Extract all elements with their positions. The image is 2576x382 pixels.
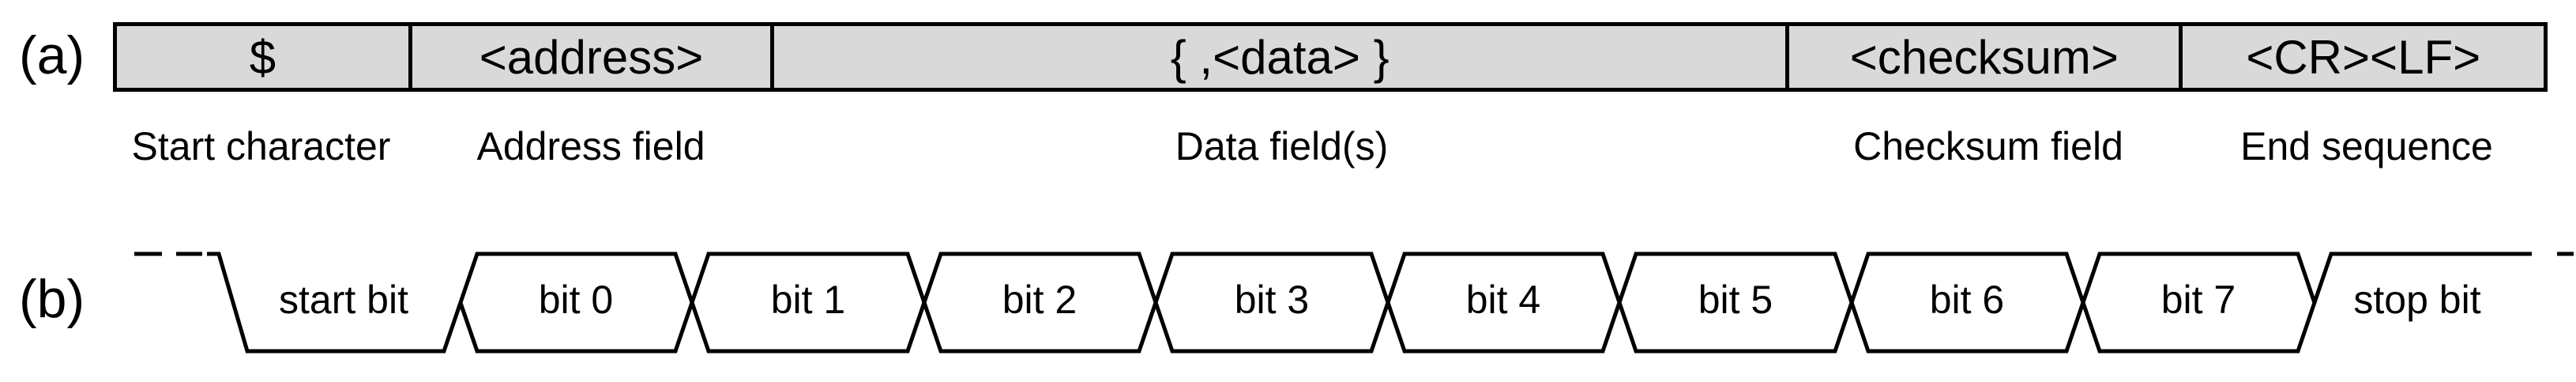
waveform-label-stop-bit: stop bit — [2353, 278, 2480, 322]
frame-cell-checksum: <checksum> — [1789, 26, 2183, 88]
waveform-label-bit-3: bit 3 — [1235, 278, 1310, 322]
waveform-label-bit-1: bit 1 — [771, 278, 846, 322]
waveform-envelope-secondary — [458, 252, 2317, 354]
waveform-label-bit-7: bit 7 — [2161, 278, 2236, 322]
waveform-label-bit-2: bit 2 — [1002, 278, 1077, 322]
waveform-label-bit-6: bit 6 — [1930, 278, 2005, 322]
frame-cell-end-sequence: <CR><LF> — [2183, 26, 2544, 88]
frame-structure-table: $ <address> { ,<data> } <checksum> <CR><… — [113, 22, 2548, 92]
frame-cell-start-character: $ — [117, 26, 412, 88]
waveform-label-start-bit: start bit — [279, 278, 408, 322]
frame-captions: Start character Address field Data field… — [113, 125, 2548, 168]
caption-end-sequence: End sequence — [2240, 124, 2493, 168]
panel-a-label: (a) — [19, 25, 85, 85]
caption-data-fields: Data field(s) — [1175, 124, 1389, 168]
panel-b-label: (b) — [19, 269, 85, 329]
waveform-label-bit-4: bit 4 — [1466, 278, 1541, 322]
waveform-label-bit-0: bit 0 — [539, 278, 614, 322]
frame-cell-address: <address> — [412, 26, 775, 88]
frame-cell-data: { ,<data> } — [774, 26, 1790, 88]
waveform-label-bit-5: bit 5 — [1698, 278, 1773, 322]
caption-address-field: Address field — [476, 124, 705, 168]
caption-start-character: Start character — [131, 124, 391, 168]
caption-checksum-field: Checksum field — [1853, 124, 2123, 168]
